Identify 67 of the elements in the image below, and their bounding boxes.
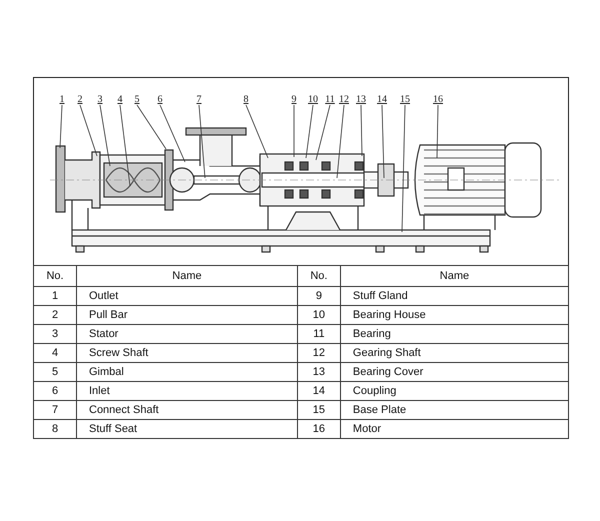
name-cell: Coupling <box>340 382 568 400</box>
callout-number: 5 <box>134 94 140 105</box>
name-cell: Stuff Seat <box>76 420 298 438</box>
number-cell: 16 <box>297 420 340 438</box>
callout-number: 11 <box>325 94 335 105</box>
callout-number: 13 <box>356 94 366 105</box>
leader-line <box>100 104 110 166</box>
leader-line <box>402 104 406 232</box>
name-cell: Stator <box>76 324 298 344</box>
leader-line <box>336 104 344 178</box>
column-header: Name <box>340 266 568 286</box>
leader-line <box>306 104 314 158</box>
leader-line <box>160 104 186 162</box>
name-cell: Gearing Shaft <box>340 344 568 362</box>
leader-line <box>436 104 438 158</box>
number-cell: 13 <box>297 362 340 382</box>
number-cell: 8 <box>34 420 76 438</box>
leader-line <box>382 104 384 178</box>
callout-number: 7 <box>196 94 202 105</box>
callout-number: 15 <box>400 94 410 105</box>
callout-number: 4 <box>118 94 122 105</box>
name-cell: Pull Bar <box>76 306 298 324</box>
name-cell: Outlet <box>76 286 298 306</box>
name-cell: Stuff Gland <box>340 286 568 306</box>
callout-number: 10 <box>308 94 318 105</box>
number-cell: 14 <box>297 382 340 400</box>
number-cell: 4 <box>34 344 76 362</box>
leader-line <box>136 104 166 150</box>
leader-line <box>80 104 98 156</box>
number-cell: 5 <box>34 362 76 382</box>
callout-number: 12 <box>339 94 349 105</box>
name-cell: Bearing <box>340 324 568 344</box>
column-header: Name <box>76 266 298 286</box>
number-cell: 7 <box>34 400 76 420</box>
number-cell: 6 <box>34 382 76 400</box>
number-cell: 9 <box>297 286 340 306</box>
leader-line <box>60 104 62 148</box>
column-header: No. <box>297 266 340 286</box>
number-cell: 12 <box>297 344 340 362</box>
name-cell: Inlet <box>76 382 298 400</box>
number-cell: 3 <box>34 324 76 344</box>
number-cell: 15 <box>297 400 340 420</box>
number-cell: 1 <box>34 286 76 306</box>
column-header: No. <box>34 266 76 286</box>
number-cell: 10 <box>297 306 340 324</box>
name-cell: Bearing Cover <box>340 362 568 382</box>
name-cell: Bearing House <box>340 306 568 324</box>
leader-line <box>360 104 362 156</box>
name-cell: Connect Shaft <box>76 400 298 420</box>
leader-line <box>120 104 130 186</box>
leader-line <box>316 104 330 160</box>
callout-number: 9 <box>292 94 296 105</box>
number-cell: 2 <box>34 306 76 324</box>
callout-number: 14 <box>377 94 387 105</box>
callout-number: 1 <box>60 94 64 105</box>
number-cell: 11 <box>297 324 340 344</box>
callout-number: 8 <box>244 94 248 105</box>
callout-number: 6 <box>158 94 162 105</box>
name-cell: Base Plate <box>340 400 568 420</box>
name-cell: Gimbal <box>76 362 298 382</box>
name-cell: Screw Shaft <box>76 344 298 362</box>
name-cell: Motor <box>340 420 568 438</box>
callout-number: 16 <box>433 94 443 105</box>
callout-number: 3 <box>98 94 102 105</box>
leader-line <box>198 104 206 178</box>
leader-line <box>246 104 268 158</box>
callout-number: 2 <box>78 94 82 105</box>
